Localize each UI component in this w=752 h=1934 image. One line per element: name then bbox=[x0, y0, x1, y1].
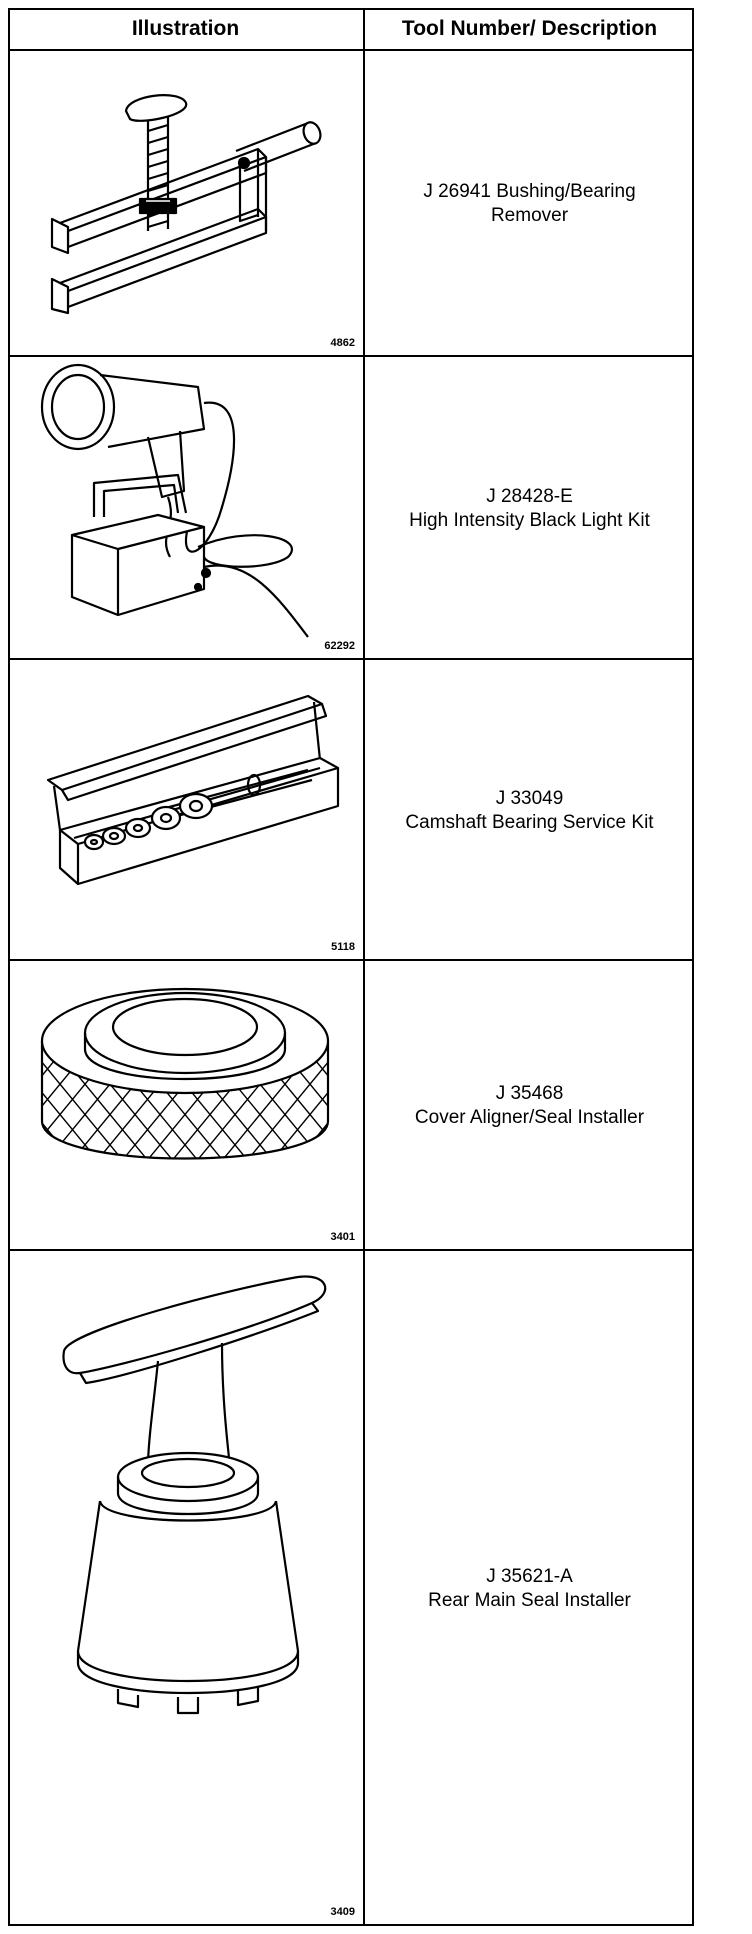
bushing-bearing-remover-drawing bbox=[50, 94, 322, 315]
description-cell: J 35621-A Rear Main Seal Installer bbox=[365, 1251, 694, 1926]
tool-number: J 26941 Bushing/Bearing bbox=[423, 181, 636, 202]
figure-number: 3401 bbox=[330, 1231, 355, 1243]
tool-description: Rear Main Seal Installer bbox=[428, 1589, 631, 1611]
table-border bbox=[8, 8, 694, 1926]
tool-description: Cover Aligner/Seal Installer bbox=[414, 1107, 645, 1128]
illustration-cell: 62292 bbox=[8, 357, 363, 660]
illustration-cell: 3409 bbox=[8, 1251, 363, 1926]
description-cell: J 26941 Bushing/Bearing Remover bbox=[365, 51, 694, 357]
camshaft-bearing-kit-drawing bbox=[46, 694, 340, 886]
tool-number: J 35621-A bbox=[486, 1565, 573, 1587]
table-row: 3409 J 35621-A Rear Main Seal Installer bbox=[8, 1251, 694, 1926]
tool-description: Camshaft Bearing Service Kit bbox=[405, 811, 654, 833]
figure-number: 4862 bbox=[330, 337, 355, 349]
table-row: 5118 J 33049 Camshaft Bearing Service Ki… bbox=[8, 660, 694, 961]
description-cell: J 33049 Camshaft Bearing Service Kit bbox=[365, 660, 694, 961]
column-divider bbox=[363, 8, 365, 1926]
table-row: 3401 J 35468 Cover Aligner/Seal Installe… bbox=[8, 961, 694, 1251]
illustration-cell: 3401 bbox=[8, 961, 363, 1251]
figure-number: 62292 bbox=[324, 640, 355, 652]
tool-table: Illustration Tool Number/ Description bbox=[8, 8, 694, 1926]
tool-description: Remover bbox=[490, 205, 569, 226]
description-cell: J 35468 Cover Aligner/Seal Installer bbox=[365, 961, 694, 1251]
table-header: Illustration Tool Number/ Description bbox=[8, 8, 694, 51]
tool-number: J 28428-E bbox=[486, 485, 573, 507]
black-light-kit-drawing bbox=[40, 363, 309, 638]
row-divider bbox=[8, 355, 694, 357]
cover-aligner-drawing bbox=[40, 987, 330, 1160]
figure-number: 3409 bbox=[330, 1906, 355, 1918]
description-cell: J 28428-E High Intensity Black Light Kit bbox=[365, 357, 694, 660]
illustration-cell: 5118 bbox=[8, 660, 363, 961]
tool-number: J 35468 bbox=[495, 1083, 564, 1104]
rear-main-seal-installer-drawing bbox=[62, 1275, 327, 1715]
table-row: 62292 J 28428-E High Intensity Black Lig… bbox=[8, 357, 694, 660]
tool-number: J 33049 bbox=[495, 787, 564, 809]
figure-number: 5118 bbox=[331, 941, 355, 953]
illustration-cell: 4862 bbox=[8, 51, 363, 357]
header-tool-number: Tool Number/ Description bbox=[401, 17, 658, 40]
table-row: 4862 J 26941 Bushing/Bearing Remover bbox=[8, 51, 694, 357]
row-divider bbox=[8, 658, 694, 660]
row-divider bbox=[8, 1249, 694, 1251]
header-illustration: Illustration bbox=[131, 17, 240, 40]
tool-description: High Intensity Black Light Kit bbox=[409, 509, 650, 531]
row-divider bbox=[8, 959, 694, 961]
